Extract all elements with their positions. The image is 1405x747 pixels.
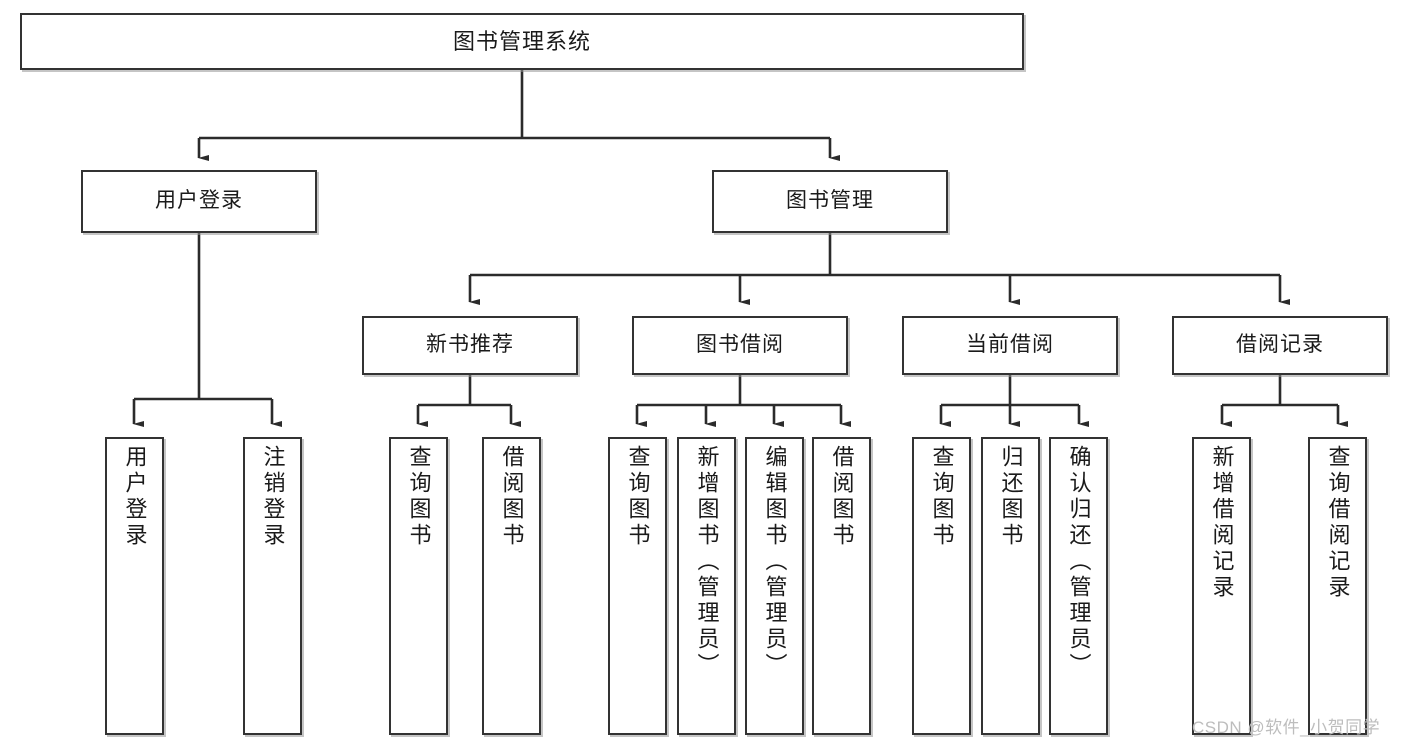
leaf-user-login[interactable]: 用户登录 xyxy=(105,437,164,735)
node-label: 新书推荐 xyxy=(426,333,514,357)
node-book-borrow[interactable]: 图书借阅 xyxy=(632,316,848,375)
leaf-return-book[interactable]: 归还图书 xyxy=(981,437,1040,735)
leaf-confirm-return-admin[interactable]: 确认归还（管理员） xyxy=(1049,437,1108,735)
leaf-query-book-current[interactable]: 查询图书 xyxy=(912,437,971,735)
node-root[interactable]: 图书管理系统 xyxy=(20,13,1024,70)
node-label: 新增借阅记录 xyxy=(1209,445,1235,601)
node-label: 图书管理系统 xyxy=(452,28,591,54)
leaf-query-book-recommend[interactable]: 查询图书 xyxy=(389,437,448,735)
node-label: 借阅图书 xyxy=(829,445,855,549)
node-label: 用户登录 xyxy=(122,445,148,549)
node-label: 查询图书 xyxy=(929,445,955,549)
leaf-borrow-book-recommend[interactable]: 借阅图书 xyxy=(482,437,541,735)
node-label: 图书管理 xyxy=(786,189,874,213)
leaf-query-borrow-record[interactable]: 查询借阅记录 xyxy=(1308,437,1367,735)
node-label: 借阅记录 xyxy=(1236,333,1324,357)
node-label: 查询借阅记录 xyxy=(1325,445,1351,601)
node-label: 新增图书（管理员） xyxy=(694,445,720,679)
watermark: CSDN @软件_小贺同学 xyxy=(1192,718,1381,737)
node-label: 图书借阅 xyxy=(696,333,784,357)
node-current-borrow[interactable]: 当前借阅 xyxy=(902,316,1118,375)
node-label: 注销登录 xyxy=(260,445,286,549)
node-label: 查询图书 xyxy=(625,445,651,549)
leaf-query-book-borrow[interactable]: 查询图书 xyxy=(608,437,667,735)
node-label: 当前借阅 xyxy=(966,333,1054,357)
node-label: 归还图书 xyxy=(998,445,1024,549)
node-label: 借阅图书 xyxy=(499,445,525,549)
leaf-add-book-admin[interactable]: 新增图书（管理员） xyxy=(677,437,736,735)
leaf-edit-book-admin[interactable]: 编辑图书（管理员） xyxy=(745,437,804,735)
node-user-login[interactable]: 用户登录 xyxy=(81,170,317,233)
node-borrow-records[interactable]: 借阅记录 xyxy=(1172,316,1388,375)
leaf-logout[interactable]: 注销登录 xyxy=(243,437,302,735)
leaf-borrow-book[interactable]: 借阅图书 xyxy=(812,437,871,735)
node-book-management[interactable]: 图书管理 xyxy=(712,170,948,233)
node-label: 确认归还（管理员） xyxy=(1066,445,1092,679)
node-label: 查询图书 xyxy=(406,445,432,549)
leaf-add-borrow-record[interactable]: 新增借阅记录 xyxy=(1192,437,1251,735)
node-new-book-recommend[interactable]: 新书推荐 xyxy=(362,316,578,375)
node-label: 编辑图书（管理员） xyxy=(762,445,788,679)
node-label: 用户登录 xyxy=(155,189,243,213)
